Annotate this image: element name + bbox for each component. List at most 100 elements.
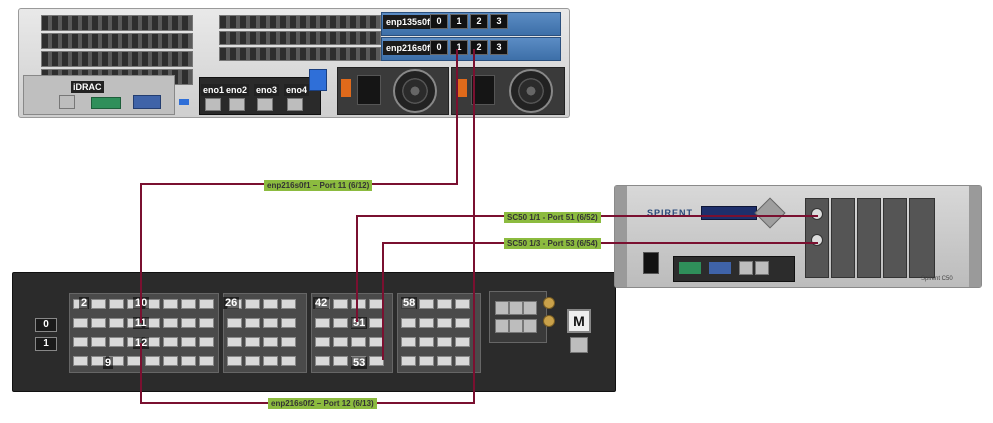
sfp-port[interactable] [245,337,260,347]
psu-2-handle-icon[interactable] [457,79,467,97]
drive-bay [41,33,193,49]
sfp-port[interactable] [245,356,260,366]
rj45-port[interactable] [509,319,523,333]
sfp-port[interactable] [351,337,366,347]
sfp-port[interactable] [455,337,470,347]
clock-connector-icon[interactable] [543,297,555,309]
sfp-port[interactable] [73,337,88,347]
sfp-port[interactable] [281,318,296,328]
nic2-port-0[interactable]: 0 [430,40,448,55]
console-port[interactable] [570,337,588,353]
rj45-port[interactable] [523,301,537,315]
serial-port[interactable] [679,262,701,274]
link-label-port-53: SC50 1/3 - Port 53 (6/54) [504,238,601,249]
sfp-port[interactable] [91,318,106,328]
psu-1-socket [357,75,381,105]
serial-port[interactable] [91,97,121,109]
sfp-port[interactable] [227,337,242,347]
sfp-port[interactable] [109,318,124,328]
latch-icon[interactable] [309,69,327,91]
sfp-port[interactable] [263,337,278,347]
sfp-port[interactable] [437,318,452,328]
group-number-58: 58 [401,297,418,309]
sfp-port[interactable] [455,318,470,328]
nic1-port-3[interactable]: 3 [490,14,508,29]
sfp-port[interactable] [163,337,178,347]
eno2-port[interactable] [229,98,245,111]
sfp-port[interactable] [163,299,178,309]
rj45-port[interactable] [495,319,509,333]
sfp-port[interactable] [437,337,452,347]
sfp-port[interactable] [263,299,278,309]
sfp-port[interactable] [281,337,296,347]
sfp-port[interactable] [73,356,88,366]
sfp-port[interactable] [181,356,196,366]
sfp-port[interactable] [73,318,88,328]
sfp-port[interactable] [419,337,434,347]
vga-port[interactable] [133,95,161,109]
sfp-port[interactable] [245,299,260,309]
sfp-port[interactable] [333,299,348,309]
sfp-port[interactable] [163,318,178,328]
nic1-port-2[interactable]: 2 [470,14,488,29]
sfp-port[interactable] [369,356,384,366]
sfp-port[interactable] [419,318,434,328]
nic1-port-1[interactable]: 1 [450,14,468,29]
psu-1-handle-icon[interactable] [341,79,351,97]
sfp-port[interactable] [419,299,434,309]
sfp-port[interactable] [315,337,330,347]
sfp-port[interactable] [281,299,296,309]
sfp-port[interactable] [199,318,214,328]
usb-port[interactable] [179,99,189,105]
sfp-port[interactable] [109,337,124,347]
sfp-port[interactable] [351,299,366,309]
sfp-port[interactable] [281,356,296,366]
sfp-port[interactable] [401,337,416,347]
sfp-port[interactable] [91,337,106,347]
vga-port[interactable] [709,262,731,274]
idrac-port[interactable] [59,95,75,109]
sfp-port[interactable] [199,337,214,347]
rj45-port[interactable] [495,301,509,315]
sfp-port[interactable] [455,299,470,309]
sfp-port[interactable] [227,356,242,366]
sfp-port[interactable] [181,318,196,328]
nic2-port-1[interactable]: 1 [450,40,468,55]
sfp-port[interactable] [91,299,106,309]
clock-connector-icon[interactable] [543,315,555,327]
sfp-port[interactable] [199,299,214,309]
mgmt-port[interactable]: M [567,309,591,333]
sfp-port[interactable] [227,318,242,328]
sfp-port[interactable] [315,356,330,366]
sfp-port[interactable] [455,356,470,366]
rj45-port[interactable] [755,261,769,275]
rj45-port[interactable] [739,261,753,275]
rj45-port[interactable] [523,319,537,333]
nic2-port-3[interactable]: 3 [490,40,508,55]
fan-1-icon [393,69,437,113]
eno4-port[interactable] [287,98,303,111]
sfp-port[interactable] [333,337,348,347]
sfp-port[interactable] [263,318,278,328]
sfp-port[interactable] [245,318,260,328]
sfp-port[interactable] [109,299,124,309]
sfp-port[interactable] [145,356,160,366]
sfp-port[interactable] [437,356,452,366]
sfp-port[interactable] [333,318,348,328]
sfp-port[interactable] [437,299,452,309]
sfp-port[interactable] [181,337,196,347]
sfp-port[interactable] [419,356,434,366]
sfp-port[interactable] [163,356,178,366]
eno3-port[interactable] [257,98,273,111]
sfp-port[interactable] [315,318,330,328]
sfp-port[interactable] [199,356,214,366]
rj45-port[interactable] [509,301,523,315]
nic1-port-0[interactable]: 0 [430,14,448,29]
sfp-port[interactable] [181,299,196,309]
sfp-port[interactable] [401,318,416,328]
eno1-port[interactable] [205,98,221,111]
power-switch[interactable] [643,252,659,274]
sfp-port[interactable] [333,356,348,366]
sfp-port[interactable] [401,356,416,366]
sfp-port[interactable] [263,356,278,366]
